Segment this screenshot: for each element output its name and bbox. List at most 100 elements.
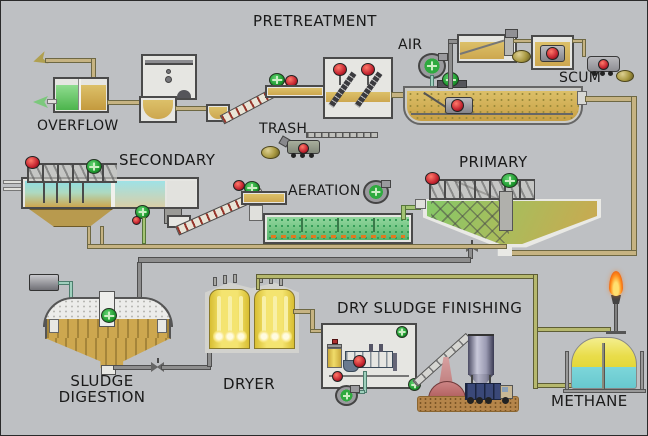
canister-cap — [327, 344, 342, 348]
overflow-out-pipe — [47, 99, 57, 104]
ras-pipe — [142, 217, 146, 244]
grit-effluent-pipe-h — [585, 96, 637, 102]
pump-green-icon — [101, 308, 117, 323]
wheel-icon — [309, 153, 314, 158]
secondary-water-left — [25, 181, 111, 207]
wheel-icon — [600, 71, 605, 76]
pipe-channel-to-trough — [175, 106, 209, 111]
wheel-icon — [502, 397, 509, 404]
aeration-blower-icon — [363, 180, 391, 204]
heater-glow — [269, 330, 281, 343]
valve-red-dot — [332, 371, 343, 382]
clarifier-stalk — [82, 183, 84, 203]
digested-sludge-pipe-1 — [113, 365, 153, 370]
heater-bar — [217, 296, 221, 334]
gas-holder-frame-base — [563, 389, 646, 393]
flare-flame-icon — [609, 271, 623, 296]
grit-tank-liquid — [407, 91, 579, 121]
heater-glow — [213, 330, 225, 343]
ras-pump-red-dot — [132, 216, 141, 225]
sludge-digestion-label: SLUDGE DIGESTION — [58, 372, 146, 406]
blower-outlet — [350, 385, 360, 393]
secondary-baffle — [111, 181, 115, 207]
skimmer-liquid — [460, 42, 504, 59]
canister-valve — [332, 339, 338, 344]
air-blower-icon — [418, 53, 448, 79]
press-outlet-pipe — [393, 353, 397, 371]
scum-blob-icon — [261, 146, 280, 159]
discharge-chute — [439, 357, 453, 385]
pump-green-icon — [86, 159, 102, 174]
heater-glow — [235, 330, 247, 343]
skimmer-hopper — [505, 29, 518, 38]
overflow-green-chamber — [56, 85, 78, 110]
building-dome-icon — [177, 90, 191, 98]
pump-red-icon — [451, 99, 464, 112]
primary-effluent-launder — [415, 199, 426, 209]
dryer-vent — [223, 275, 227, 284]
pump-pole — [367, 73, 369, 85]
flare-base — [606, 331, 626, 334]
room-drain-line — [329, 375, 409, 377]
heater-bar — [239, 296, 243, 334]
scum-blob-icon — [512, 50, 531, 63]
dryer-vent — [233, 274, 237, 283]
clarifier-stalk — [43, 183, 45, 203]
gas-holder-frame-right — [640, 351, 644, 391]
clarifier-stalk — [56, 183, 58, 203]
primary-feed-pipe-h — [506, 250, 637, 256]
heater-bar — [262, 296, 266, 334]
overflow-tan-chamber — [81, 85, 106, 110]
pump-green-icon — [396, 326, 408, 338]
grit-diffuser-line — [411, 113, 573, 115]
pump-pole — [339, 73, 341, 85]
wheel-icon — [485, 397, 492, 404]
wheel-icon — [300, 153, 305, 158]
diffuser-drop — [337, 218, 339, 232]
gas-holder-guide-pole — [602, 343, 605, 389]
digester-body — [45, 319, 171, 339]
aeration-label: AERATION — [288, 183, 361, 199]
primary-truss-bridge — [429, 179, 535, 200]
primary-center-well — [499, 191, 513, 231]
pump-red-icon — [361, 63, 375, 76]
pump-red-icon — [25, 156, 40, 169]
wheel-icon — [608, 71, 613, 76]
polymer-canister — [327, 348, 342, 368]
monorail — [306, 132, 378, 138]
press-stub — [379, 344, 383, 352]
digester-outlet-stem — [101, 365, 116, 375]
pump-red-icon — [353, 355, 366, 368]
air-label: AIR — [398, 37, 423, 53]
clarifier-stalk — [69, 183, 71, 203]
pump-red-icon — [425, 172, 440, 185]
pretreatment-label: PRETREATMENT — [253, 12, 377, 30]
pipe-box-to-building — [107, 100, 143, 105]
heater-glow — [224, 330, 236, 343]
influent-pipe-h — [45, 58, 95, 63]
channel-liquid — [143, 100, 173, 119]
digester-brace — [49, 319, 59, 333]
secondary-water-right — [115, 181, 165, 207]
pump-red-icon — [333, 63, 347, 76]
secondary-sludge-pipe-1 — [87, 226, 91, 245]
elevated-channel-1-liquid — [268, 88, 322, 95]
digested-sludge-pipe-2 — [161, 365, 211, 370]
diffuser-drop — [373, 218, 375, 232]
dryer-chamber-right — [254, 289, 295, 349]
gas-compressor — [29, 274, 59, 291]
pump-red-icon — [546, 47, 559, 60]
building-roof-beam — [145, 60, 193, 65]
pump-green-icon — [501, 173, 518, 188]
trash-label: TRASH — [259, 121, 308, 137]
scum-label: SCUM — [559, 70, 602, 86]
hoist-ball-icon — [165, 76, 172, 83]
dryer-vent — [213, 277, 217, 286]
blower-outlet — [438, 53, 448, 61]
wheel-icon — [592, 71, 597, 76]
grit-effluent-pipe-v — [631, 96, 637, 256]
skimmer-feed-pipe-v — [448, 43, 453, 89]
primary-effluent-pipe-v — [401, 205, 406, 220]
flare-tip — [611, 295, 621, 304]
